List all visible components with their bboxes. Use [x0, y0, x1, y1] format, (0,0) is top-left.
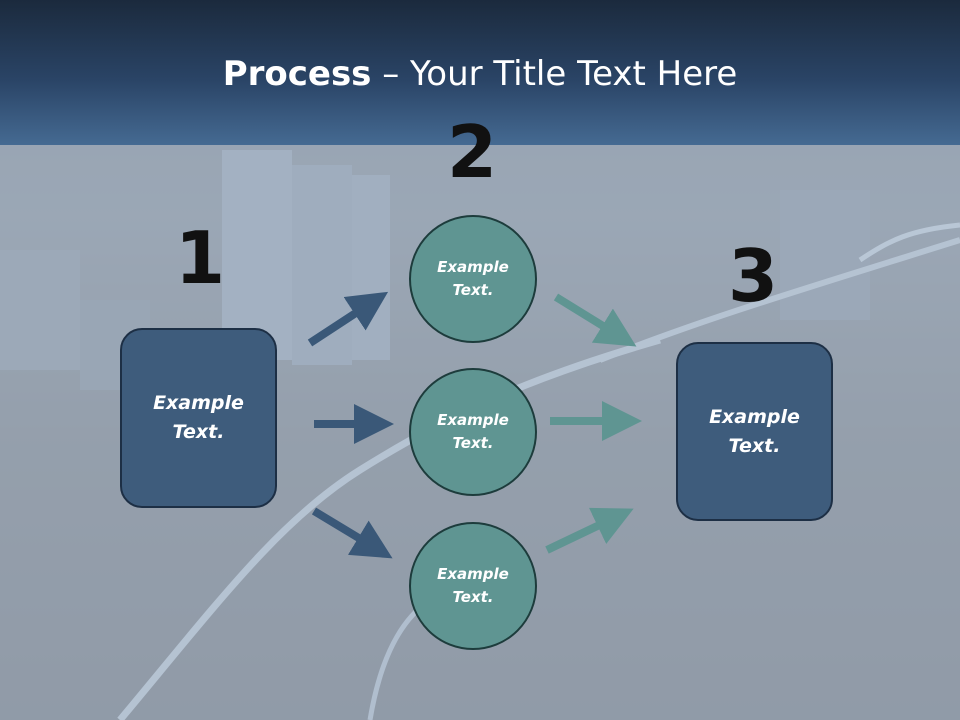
step-number-1: 1	[174, 216, 226, 300]
step3-box: Example Text.	[676, 342, 833, 521]
step3-box-text: Example Text.	[709, 405, 800, 457]
step2-circle-top: Example Text.	[409, 215, 537, 343]
circle-top-text: Example Text.	[437, 258, 509, 299]
step-number-2: 2	[446, 110, 498, 194]
circle-bottom-text: Example Text.	[437, 565, 509, 606]
step2-circle-middle: Example Text.	[409, 368, 537, 496]
slide-title: Process – Your Title Text Here	[0, 52, 960, 96]
arrow-bottom-to-right	[545, 507, 634, 554]
title-banner	[0, 0, 960, 145]
step1-box-text: Example Text.	[153, 392, 244, 443]
arrow-left-to-top	[307, 291, 389, 347]
circle-middle-text: Example Text.	[437, 411, 509, 452]
step-number-3: 3	[727, 234, 779, 318]
arrow-left-to-bottom	[311, 507, 393, 559]
step2-circle-bottom: Example Text.	[409, 522, 537, 650]
title-bold: Process	[222, 54, 372, 94]
step1-box: Example Text.	[120, 328, 277, 508]
title-rest: – Your Title Text Here	[371, 54, 738, 94]
arrow-top-to-right	[553, 293, 637, 347]
